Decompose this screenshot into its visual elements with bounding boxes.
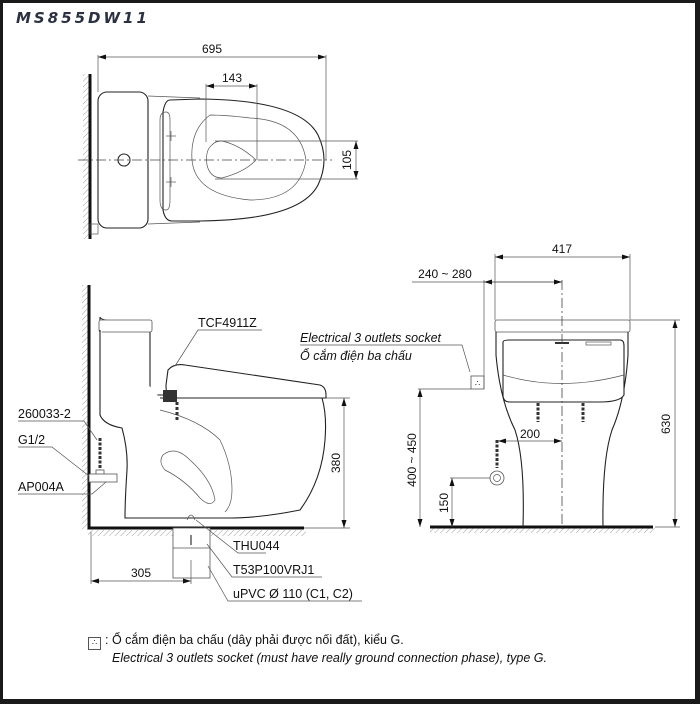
dim-630: 630 bbox=[659, 414, 673, 434]
label-260033-2: 260033-2 bbox=[18, 407, 71, 421]
dim-150: 150 bbox=[437, 493, 451, 513]
dim-105: 105 bbox=[340, 150, 354, 170]
socket-legend-icon: ∴ bbox=[88, 637, 101, 650]
dim-417: 417 bbox=[552, 242, 572, 256]
svg-text:∴: ∴ bbox=[475, 379, 480, 388]
label-ap004a: AP004A bbox=[18, 480, 65, 494]
label-thu044: THU044 bbox=[233, 539, 280, 553]
label-socket-en: Electrical 3 outlets socket bbox=[300, 331, 442, 345]
label-g1-2: G1/2 bbox=[18, 433, 45, 447]
legend: ∴ : Ổ cắm điện ba chấu (dây phải được nối… bbox=[88, 632, 547, 667]
dim-240-280: 240 ~ 280 bbox=[418, 267, 472, 281]
front-view: ∴ Electrical 3 outlets socket Ổ cắm điện… bbox=[300, 242, 680, 533]
dim-695: 695 bbox=[202, 42, 222, 56]
label-tcf4911z: TCF4911Z bbox=[198, 316, 257, 330]
label-socket-vi: Ổ cắm điện ba chấu bbox=[300, 348, 412, 363]
dim-380: 380 bbox=[329, 453, 343, 473]
top-view: 695 143 105 bbox=[78, 42, 359, 239]
legend-text-en: Electrical 3 outlets socket (must have r… bbox=[112, 651, 547, 665]
dim-305: 305 bbox=[131, 566, 151, 580]
dim-400-450: 400 ~ 450 bbox=[405, 433, 419, 487]
label-upvc-110: uPVC Ø 110 (C1, C2) bbox=[233, 587, 353, 601]
dim-143: 143 bbox=[222, 71, 242, 85]
side-view: TCF4911Z 260033-2 G1/2 AP004A THU044 T53… bbox=[18, 285, 362, 602]
model-title: MS855DW11 bbox=[16, 9, 150, 27]
legend-text-vi: : Ổ cắm điện ba chấu (dây phải được nối … bbox=[105, 633, 404, 647]
label-t53p100vrj1: T53P100VRJ1 bbox=[233, 563, 314, 577]
dim-200: 200 bbox=[520, 427, 540, 441]
